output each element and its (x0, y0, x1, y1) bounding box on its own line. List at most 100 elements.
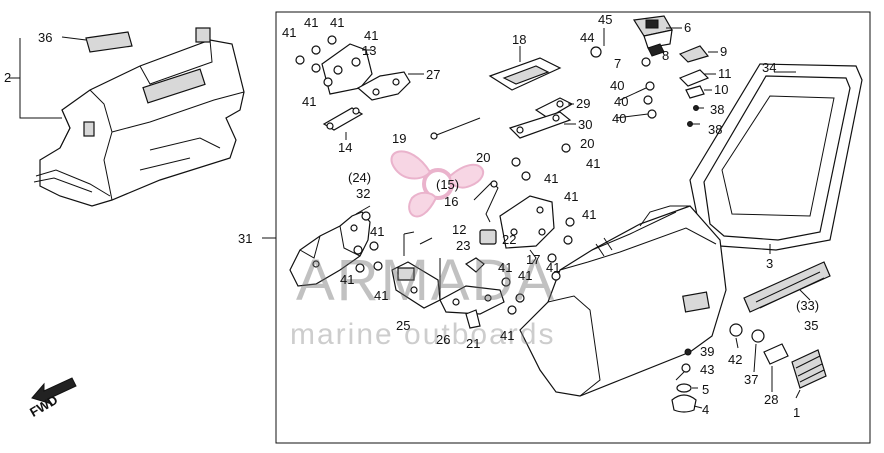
hinge-bracket-13 (321, 43, 373, 95)
callout: 41 (374, 288, 388, 303)
callout: 23 (456, 238, 470, 253)
callout: 7 (614, 56, 621, 71)
clip-23 (464, 257, 485, 273)
saddlebag-overview (33, 27, 245, 207)
callout: 2 (4, 70, 11, 85)
callout: 11 (718, 66, 732, 81)
callout: 16 (444, 194, 458, 209)
callout: 35 (804, 318, 818, 333)
callout: (24) (348, 170, 371, 185)
callout: 38 (710, 102, 724, 117)
callout: 34 (762, 60, 776, 75)
callout: 8 (662, 48, 669, 63)
callout: 41 (304, 15, 318, 30)
sticker-36 (85, 31, 133, 53)
callout: 41 (500, 328, 514, 343)
callout: 41 (564, 189, 578, 204)
nuts-40 (643, 81, 657, 119)
callout: 37 (744, 372, 758, 387)
callout: 42 (728, 352, 742, 367)
callout: 30 (578, 117, 592, 132)
callout: 20 (476, 150, 490, 165)
callout: 26 (436, 332, 450, 347)
latch-catch-22 (499, 195, 555, 249)
callout: 3 (766, 256, 773, 271)
clip-21 (465, 309, 481, 329)
cap-42 (729, 323, 743, 337)
callout: 41 (518, 268, 532, 283)
latch-plate-30 (508, 111, 572, 139)
callout: (15) (436, 177, 459, 192)
callout: 28 (764, 392, 778, 407)
callout: 13 (362, 43, 376, 58)
callout: 22 (502, 232, 516, 247)
callout: 29 (576, 96, 590, 111)
rod-19 (430, 117, 481, 140)
callout: 43 (700, 362, 714, 377)
callout: 41 (370, 224, 384, 239)
callout: 41 (340, 272, 354, 287)
plate-9 (678, 45, 710, 63)
callout: 21 (466, 336, 480, 351)
reflector-1 (791, 349, 827, 389)
fwd-arrow-icon (31, 377, 77, 405)
callout: 5 (702, 382, 709, 397)
callout: 38 (708, 122, 722, 137)
callout: 45 (598, 12, 612, 27)
callout: 41 (546, 260, 560, 275)
callout: 14 (338, 140, 352, 155)
plate-28 (763, 343, 789, 365)
latch-plate-18 (488, 57, 562, 91)
callout: 20 (580, 136, 594, 151)
leader-lines (262, 87, 811, 409)
callout: 19 (392, 131, 406, 146)
callout: 32 (356, 186, 370, 201)
callout: 12 (452, 222, 466, 237)
callout: 27 (426, 67, 440, 82)
callout: 41 (282, 25, 296, 40)
bracket-plate-26 (439, 285, 505, 315)
lock-cylinder-6 (632, 15, 673, 49)
fwd-label: FWD (27, 392, 60, 420)
cap-4 (671, 394, 697, 413)
screws-38 (687, 105, 704, 127)
lock-bracket-10 (685, 85, 705, 99)
propeller-logo-icon (390, 150, 484, 218)
callout: 41 (364, 28, 378, 43)
catch-rod-16 (473, 180, 499, 223)
washer-7 (641, 57, 651, 67)
callout: 40 (610, 78, 624, 93)
callout: 6 (684, 20, 691, 35)
screw-39 (684, 348, 692, 356)
washer-5 (676, 383, 692, 393)
callout: 18 (512, 32, 526, 47)
grommet-37 (751, 329, 765, 343)
fastener-24 (361, 211, 371, 221)
lid-seal-34 (689, 63, 863, 251)
lock-bracket-11 (678, 69, 710, 87)
callout: 9 (720, 44, 727, 59)
washer-43 (681, 363, 691, 373)
emblem-33 (743, 261, 831, 313)
callout: 41 (582, 207, 596, 222)
callout: 10 (714, 82, 728, 97)
callout: 31 (238, 231, 252, 246)
callout: 41 (302, 94, 316, 109)
assembly-frame (275, 11, 871, 444)
watermark: ARMADA marine outboards (290, 150, 556, 351)
spring-17 (529, 249, 537, 265)
mount-bracket-32 (289, 211, 371, 287)
saddlebag-case-31 (519, 205, 727, 397)
cushion-12 (479, 229, 497, 245)
callout: 39 (700, 344, 714, 359)
leader-2 (19, 38, 62, 119)
key-8 (647, 43, 665, 57)
callout-labels: 1 2 3 4 5 6 7 8 9 10 11 12 13 14 (15) 16… (4, 12, 819, 420)
nut-44 (590, 46, 602, 58)
hinge-27 (356, 71, 411, 101)
watermark-brand: ARMADA (296, 248, 556, 313)
callout: 40 (612, 111, 626, 126)
watermark-tagline: marine outboards (290, 318, 555, 351)
